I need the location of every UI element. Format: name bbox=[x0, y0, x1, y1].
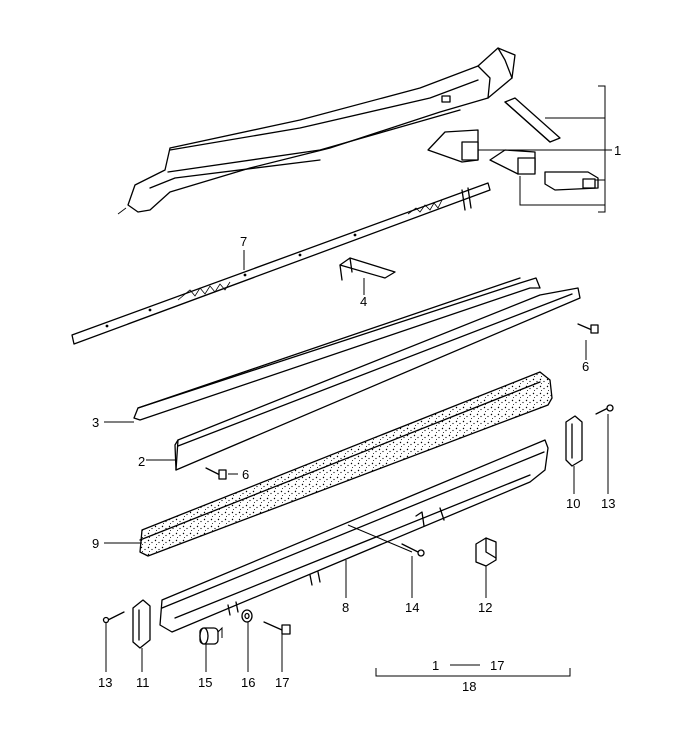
callout-9: 9 bbox=[92, 536, 99, 551]
callout-16: 16 bbox=[241, 675, 255, 690]
callout-2: 2 bbox=[138, 454, 145, 469]
callout-15: 15 bbox=[198, 675, 212, 690]
callout-3: 3 bbox=[92, 415, 99, 430]
gear-rack bbox=[71, 182, 491, 345]
end-cap-left bbox=[132, 599, 151, 649]
range-note: 1 17 18 bbox=[375, 658, 571, 694]
washer bbox=[241, 609, 253, 623]
range-from: 1 bbox=[432, 658, 439, 673]
plug-cap bbox=[475, 537, 497, 567]
guide-block-set bbox=[427, 97, 599, 191]
foam-seal bbox=[139, 371, 553, 557]
outer-trim bbox=[159, 439, 549, 633]
callout-4: 4 bbox=[360, 294, 367, 309]
range-to: 17 bbox=[490, 658, 504, 673]
screw-17 bbox=[263, 621, 291, 635]
callout-13-left: 13 bbox=[98, 675, 112, 690]
screw-14 bbox=[401, 543, 425, 557]
callout-14: 14 bbox=[405, 600, 419, 615]
callout-11: 11 bbox=[136, 675, 150, 690]
clip-part bbox=[339, 257, 396, 281]
callout-6-lower: 6 bbox=[242, 467, 249, 482]
leader-lines bbox=[104, 250, 609, 672]
rocker-panel-body bbox=[117, 47, 516, 215]
callout-13-right: 13 bbox=[601, 496, 615, 511]
screw-13-right bbox=[595, 404, 614, 415]
screw-13-left bbox=[102, 611, 125, 624]
trim-strip bbox=[133, 277, 541, 421]
callout-8: 8 bbox=[342, 600, 349, 615]
callout-12: 12 bbox=[478, 600, 492, 615]
bushing bbox=[199, 626, 223, 645]
callout-6-upper: 6 bbox=[582, 359, 589, 374]
screw-6-lower bbox=[205, 467, 227, 480]
screw-6-upper bbox=[577, 323, 599, 334]
assembly-number: 18 bbox=[462, 679, 476, 694]
end-cap-right bbox=[565, 415, 583, 467]
callout-1: 1 bbox=[614, 143, 621, 158]
callout-7: 7 bbox=[240, 234, 247, 249]
callout-17: 17 bbox=[275, 675, 289, 690]
callout-labels: 1 2 3 4 6 6 7 8 9 10 11 12 13 13 14 15 1… bbox=[92, 143, 621, 690]
sill-panel bbox=[174, 287, 581, 471]
bracket-1 bbox=[478, 85, 612, 213]
callout-10: 10 bbox=[566, 496, 580, 511]
